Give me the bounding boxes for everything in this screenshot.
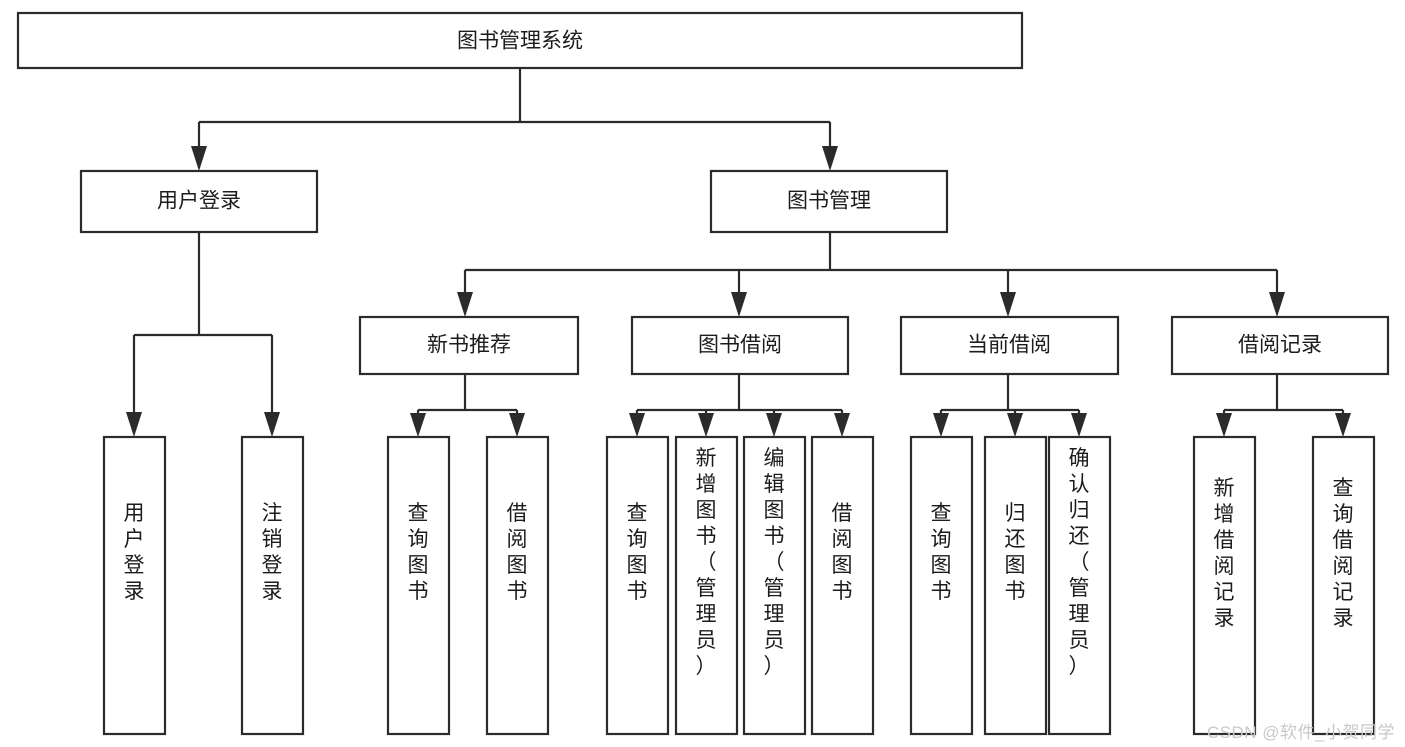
node-root-system[interactable]: 图书管理系统 [16, 11, 1024, 70]
leaf-node-query-book-borrow[interactable]: 查询图书 [605, 435, 670, 736]
arrow-borrow-leaf-3 [766, 413, 782, 437]
leaf-box-add-borrow-record[interactable] [1192, 435, 1257, 736]
book-management-label: 图书管理 [787, 190, 871, 213]
leaf-node-query-book-current[interactable]: 查询图书 [909, 435, 974, 736]
book-borrow-label: 图书借阅 [698, 334, 782, 357]
node-new-book-recommend[interactable]: 新书推荐 [358, 315, 580, 376]
leaf-box-query-book-recommend[interactable] [386, 435, 451, 736]
arrow-borrow-leaf-4 [834, 413, 850, 437]
current-borrow-box[interactable] [899, 315, 1120, 376]
leaf-node-user-login[interactable]: 用户登录 [102, 435, 167, 736]
leaf-node-logout[interactable]: 注销登录 [240, 435, 305, 736]
leaf-node-query-borrow-record[interactable]: 查询借阅记录 [1311, 435, 1376, 736]
leaf-box-borrow-book[interactable] [810, 435, 875, 736]
user-login-box[interactable] [79, 169, 319, 234]
book-borrow-box[interactable] [630, 315, 850, 376]
node-borrow-record[interactable]: 借阅记录 [1170, 315, 1390, 376]
node-book-management[interactable]: 图书管理 [709, 169, 949, 234]
leaf-node-return-book[interactable]: 归还图书 [983, 435, 1048, 736]
csdn-watermark: CSDN @软件_小贺同学 [1206, 723, 1395, 742]
leaf-box-edit-book-admin[interactable] [742, 435, 807, 736]
arrow-record-leaf-2 [1335, 413, 1351, 437]
leaf-box-user-login[interactable] [102, 435, 167, 736]
node-current-borrow[interactable]: 当前借阅 [899, 315, 1120, 376]
arrow-newbook-leaf-2 [509, 413, 525, 437]
new-book-recommend-box[interactable] [358, 315, 580, 376]
leaf-label-query-book-current: 查询图书 [931, 502, 952, 603]
leaf-label-confirm-return-admin: 确认归还（管理员） [1069, 447, 1090, 678]
arrow-newbook-leaf-1 [410, 413, 426, 437]
leaf-label-borrow-book: 借阅图书 [832, 502, 853, 603]
leaf-node-borrow-book-recommend[interactable]: 借阅图书 [485, 435, 550, 736]
node-user-login[interactable]: 用户登录 [79, 169, 319, 234]
arrow-to-record [1269, 292, 1285, 317]
root-label: 图书管理系统 [457, 30, 583, 53]
connector-layer [126, 68, 1351, 437]
leaf-label-query-book-borrow: 查询图书 [627, 502, 648, 603]
leaf-label-add-borrow-record: 新增借阅记录 [1214, 477, 1235, 630]
arrow-current-leaf-1 [933, 413, 949, 437]
arrow-to-current [1000, 292, 1016, 317]
leaf-node-add-book-admin[interactable]: 新增图书（管理员） [674, 435, 739, 736]
book-management-box[interactable] [709, 169, 949, 234]
node-book-borrow[interactable]: 图书借阅 [630, 315, 850, 376]
arrow-to-user-login [191, 146, 207, 171]
leaf-label-query-book-recommend: 查询图书 [408, 502, 429, 603]
leaf-label-query-borrow-record: 查询借阅记录 [1333, 477, 1354, 630]
leaf-label-edit-book-admin: 编辑图书（管理员） [764, 447, 785, 678]
current-borrow-label: 当前借阅 [967, 334, 1051, 357]
leaf-box-query-book-current[interactable] [909, 435, 974, 736]
leaf-node-add-borrow-record[interactable]: 新增借阅记录 [1192, 435, 1257, 736]
arrow-borrow-leaf-2 [698, 413, 714, 437]
leaf-node-edit-book-admin[interactable]: 编辑图书（管理员） [742, 435, 807, 736]
arrow-to-newbook [457, 292, 473, 317]
leaf-box-borrow-book-recommend[interactable] [485, 435, 550, 736]
leaf-box-add-book-admin[interactable] [674, 435, 739, 736]
leaf-label-user-login: 用户登录 [124, 502, 145, 603]
leaf-label-return-book: 归还图书 [1005, 502, 1026, 603]
borrow-record-label: 借阅记录 [1238, 334, 1322, 357]
borrow-record-box[interactable] [1170, 315, 1390, 376]
leaf-label-logout: 注销登录 [262, 502, 283, 603]
leaf-label-add-book-admin: 新增图书（管理员） [696, 447, 717, 678]
new-book-recommend-label: 新书推荐 [427, 334, 511, 357]
arrow-current-leaf-3 [1071, 413, 1087, 437]
leaf-node-borrow-book[interactable]: 借阅图书 [810, 435, 875, 736]
arrow-to-book-mgmt [822, 146, 838, 171]
leaf-node-confirm-return-admin[interactable]: 确认归还（管理员） [1047, 435, 1112, 736]
arrow-to-leaf-logout [264, 412, 280, 437]
leaf-box-return-book[interactable] [983, 435, 1048, 736]
root-box[interactable] [16, 11, 1024, 70]
arrow-to-borrow [731, 292, 747, 317]
leaf-box-query-book-borrow[interactable] [605, 435, 670, 736]
arrow-borrow-leaf-1 [629, 413, 645, 437]
arrow-record-leaf-1 [1216, 413, 1232, 437]
leaf-label-borrow-book-recommend: 借阅图书 [507, 502, 528, 603]
user-login-label: 用户登录 [157, 190, 241, 213]
arrow-to-leaf-user-login [126, 412, 142, 437]
leaf-box-confirm-return-admin[interactable] [1047, 435, 1112, 736]
leaf-box-query-borrow-record[interactable] [1311, 435, 1376, 736]
arrow-current-leaf-2 [1007, 413, 1023, 437]
leaf-box-logout[interactable] [240, 435, 305, 736]
leaf-node-query-book-recommend[interactable]: 查询图书 [386, 435, 451, 736]
